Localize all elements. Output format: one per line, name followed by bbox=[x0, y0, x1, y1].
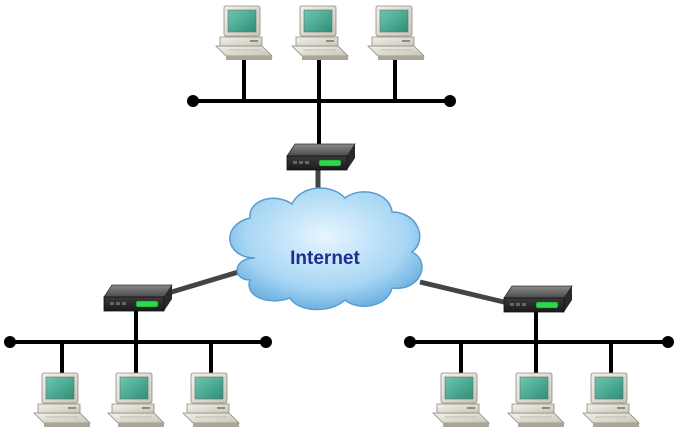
router-icon bbox=[503, 285, 573, 313]
computer-icon bbox=[507, 372, 565, 428]
bus-terminator-right bbox=[260, 336, 272, 348]
router-icon bbox=[103, 284, 173, 312]
computer-icon bbox=[432, 372, 490, 428]
uplink-bottom-right bbox=[419, 279, 509, 306]
computer-icon bbox=[582, 372, 640, 428]
router-icon bbox=[286, 143, 356, 171]
bus-terminator-right bbox=[662, 336, 674, 348]
computer-icon bbox=[367, 5, 425, 61]
internet-cloud bbox=[229, 187, 423, 311]
bus-terminator-left bbox=[404, 336, 416, 348]
bus-terminator-left bbox=[187, 95, 199, 107]
computer-icon bbox=[291, 5, 349, 61]
bus-terminator-left bbox=[4, 336, 16, 348]
computer-icon bbox=[33, 372, 91, 428]
computer-icon bbox=[182, 372, 240, 428]
network-bottom-right bbox=[404, 285, 674, 428]
cloud-label: Internet bbox=[290, 248, 360, 269]
network-bottom-left bbox=[4, 284, 272, 428]
bus-terminator-right bbox=[444, 95, 456, 107]
uplink-bottom-left bbox=[164, 267, 246, 297]
computer-icon bbox=[215, 5, 273, 61]
computer-icon bbox=[107, 372, 165, 428]
network-top bbox=[187, 5, 456, 171]
